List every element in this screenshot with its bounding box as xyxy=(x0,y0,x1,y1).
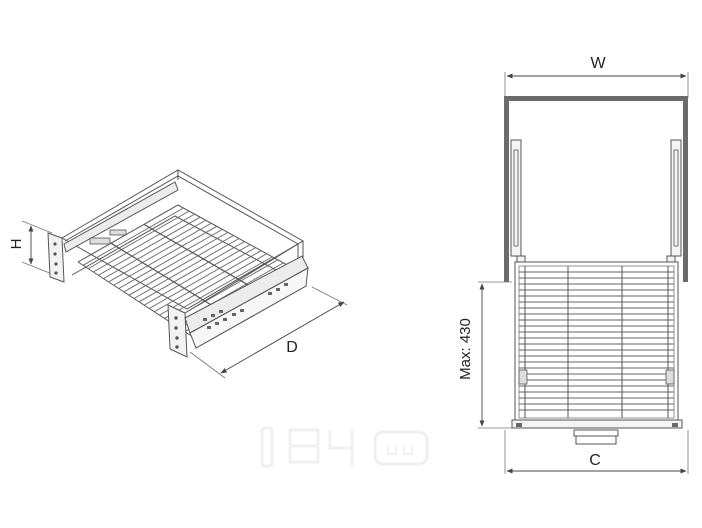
width-dimension: W xyxy=(504,55,689,98)
right-side-runner xyxy=(666,139,682,271)
wire-slat xyxy=(123,232,229,293)
max-depth-label: Max: 430 xyxy=(457,318,474,380)
front-left-bracket xyxy=(47,232,65,283)
width-label: W xyxy=(590,55,606,72)
wire-slat xyxy=(103,219,206,279)
front-right-bracket xyxy=(167,304,188,358)
wire-slat xyxy=(169,259,279,323)
clearance-dimension: C xyxy=(504,430,689,474)
wire-slat xyxy=(159,253,267,316)
depth-label: D xyxy=(286,339,298,356)
wire-slat xyxy=(93,213,195,273)
brand-watermark-logo xyxy=(260,426,429,468)
clearance-label: C xyxy=(589,452,601,469)
wire-slat xyxy=(133,238,240,299)
depth-dimension: D xyxy=(189,286,348,379)
wire-slat xyxy=(149,247,256,309)
left-runner-rail xyxy=(63,181,179,253)
wire-slat xyxy=(154,250,262,313)
wire-crossbar xyxy=(143,223,263,294)
wire-slat xyxy=(128,235,234,296)
wire-slat xyxy=(118,228,223,289)
wire-slat xyxy=(164,256,273,319)
wire-slat xyxy=(87,210,190,270)
front-basket-slats xyxy=(519,271,674,411)
isometric-basket-view: H D xyxy=(8,169,348,379)
left-side-runner xyxy=(510,139,526,271)
wire-slat xyxy=(98,216,201,276)
wire-slat xyxy=(77,204,179,263)
cabinet-walls xyxy=(504,96,688,282)
wire-slat xyxy=(82,207,184,266)
wire-crossbar xyxy=(110,242,227,315)
height-label: H xyxy=(8,239,25,250)
front-view-basket xyxy=(511,261,683,445)
height-dimension: H xyxy=(8,220,53,275)
right-runner-rail xyxy=(184,255,309,349)
front-view-cabinet: W xyxy=(457,55,689,474)
wire-slat xyxy=(108,222,212,283)
wire-slat xyxy=(143,244,251,306)
max-depth-dimension: Max: 430 xyxy=(457,281,512,429)
wire-slat xyxy=(138,241,245,303)
wire-slat xyxy=(113,225,218,286)
